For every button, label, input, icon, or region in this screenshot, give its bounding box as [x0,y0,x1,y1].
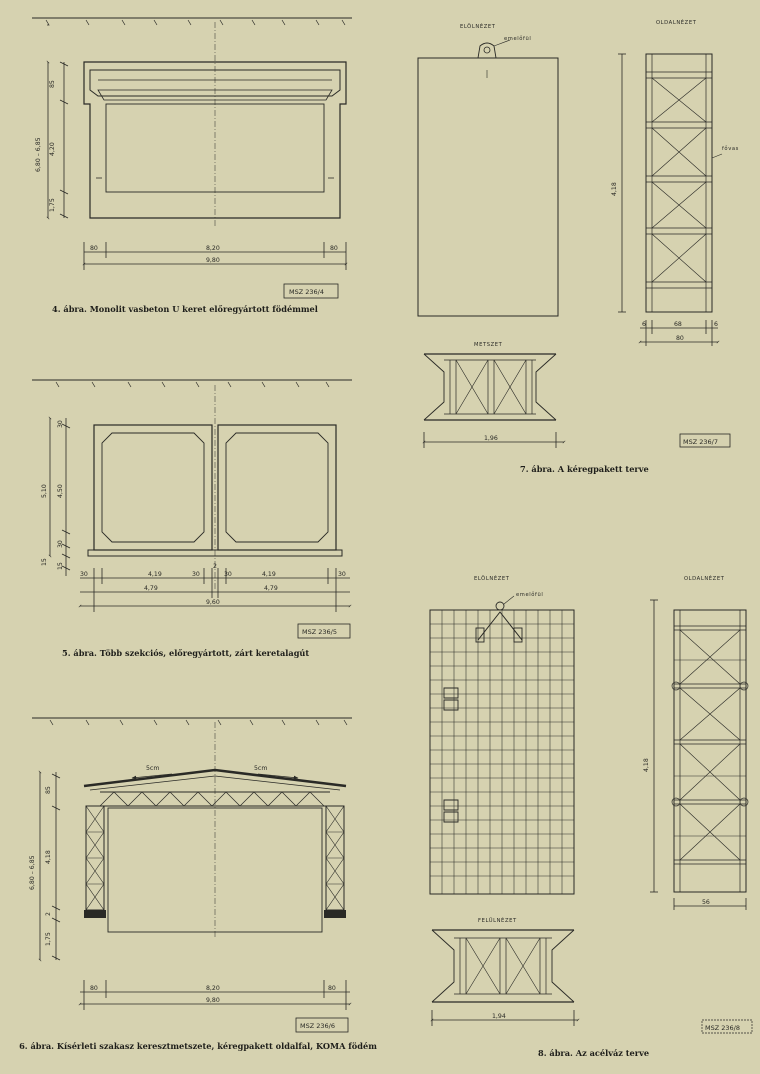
dim-text: 4,19 [262,571,276,578]
standard-code: MSZ 236/6 [300,1022,335,1030]
standard-stamp-box [701,1019,753,1034]
dim-text: 4,18 [45,850,52,864]
dim-text: 9,80 [206,257,220,264]
dim-text: 30 [192,571,200,578]
figure-6-caption: 6. ábra. Kísérleti szakasz keresztmetsze… [19,1041,377,1051]
dim-text: 5,10 [41,484,48,498]
dim-text: 8,20 [206,245,220,252]
slope-label: 5cm [254,765,267,772]
dim-text: 15 [41,558,48,566]
dim-text: 30 [224,571,232,578]
dim-text: 6,80 – 6,85 [29,855,36,890]
figure-6 [32,717,352,1033]
standard-code: MSZ 236/8 [705,1024,740,1032]
figure-4 [32,17,352,299]
dim-text: 1,96 [484,435,498,442]
standard-stamp-box [283,283,339,299]
annotation: emelőfül [516,592,543,598]
dim-text: 4,50 [57,484,64,498]
dim-text: 80 [676,335,684,342]
slope-label: 5cm [146,765,159,772]
figure-5-dimensions: 30 4,50 30 5,10 15 15 30 4,19 30 2 30 4,… [41,420,346,636]
figure-7 [417,39,731,448]
standard-code: MSZ 236/4 [289,288,324,296]
dim-text: 2 [45,912,52,916]
figure-8-labels: ELÖLNÉZET OLDALNÉZET emelőfül 4,18 56 FE… [474,574,740,1032]
standard-stamp-box [295,1017,349,1033]
dim-text: 9,80 [206,997,220,1004]
standard-stamp-box [297,623,351,639]
dim-text: 30 [80,571,88,578]
dim-text: 4,18 [611,182,618,196]
dim-text: 6 [714,321,718,328]
figure-5-caption: 5. ábra. Több szekciós, előregyártott, z… [62,648,310,658]
reinforcement-mesh [430,610,574,894]
dim-text: 85 [45,786,52,794]
dim-text: 9,60 [206,599,220,606]
view-label: OLDALNÉZET [656,18,697,26]
figure-5 [32,379,352,639]
view-label: FELÜLNÉZET [478,916,517,924]
dim-text: 2 [213,563,217,570]
figure-7-caption: 7. ábra. A kéregpakett terve [520,464,649,474]
dim-text: 15 [57,562,64,570]
figure-6-dimensions: 5cm 5cm 85 4,18 2 1,75 6,80 – 6,85 80 8,… [29,765,336,1030]
view-label: ELÖLNÉZET [474,574,510,582]
annotation: emelőfül [504,36,531,42]
view-label: OLDALNÉZET [684,574,725,582]
dim-text: 80 [330,245,338,252]
figure-7-labels: ELÖLNÉZET OLDALNÉZET emelőfül fővas 4,18… [460,18,739,446]
dim-text: 4,79 [264,585,278,592]
dim-text: 4,79 [144,585,158,592]
dim-text: 30 [338,571,346,578]
dim-text: 4,19 [148,571,162,578]
figure-4-dimensions: 85 4,20 1,75 6,80 – 6,85 80 8,20 80 9,80… [35,80,338,296]
dim-text: 4,20 [49,142,56,156]
dim-text: 6 [642,321,646,328]
ground-hatching [45,19,346,26]
dim-text: 80 [90,985,98,992]
annotation: fővas [722,146,739,152]
dim-text: 68 [674,321,682,328]
dim-text: 30 [57,540,64,548]
figure-8 [429,595,753,1034]
dim-text: 1,94 [492,1013,506,1020]
standard-stamp-box [679,433,731,448]
dim-text: 80 [90,245,98,252]
dim-text: 56 [702,899,710,906]
figure-8-caption: 8. ábra. Az acélváz terve [538,1048,650,1058]
view-label: ELÖLNÉZET [460,22,496,30]
figure-4-caption: 4. ábra. Monolit vasbeton U keret előreg… [52,304,318,314]
dim-text: 6,80 – 6,85 [35,137,42,172]
dim-text: 85 [49,80,56,88]
dim-text: 8,20 [206,985,220,992]
standard-code: MSZ 236/5 [302,628,337,636]
dim-text: 80 [328,985,336,992]
dim-text: 4,18 [643,758,650,772]
dim-text: 1,75 [49,198,56,212]
standard-code: MSZ 236/7 [683,438,718,446]
dim-text: 1,75 [45,932,52,946]
view-label: METSZET [474,342,503,348]
dim-text: 30 [57,420,64,428]
